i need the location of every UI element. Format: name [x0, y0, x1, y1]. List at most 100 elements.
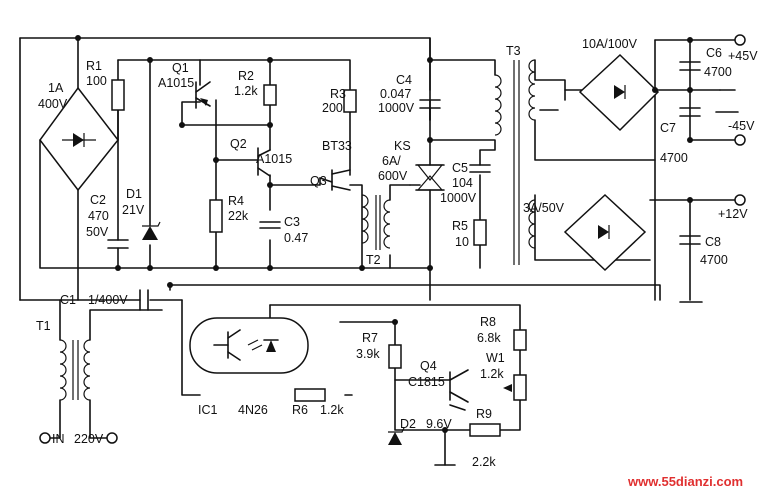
bridge1-voltage-label: 400V	[38, 97, 68, 111]
c6-name: C6	[706, 46, 722, 60]
ic1-part: 4N26	[238, 403, 268, 417]
c1-capacitor	[139, 289, 149, 311]
ks-triac	[409, 164, 445, 191]
w1-potentiometer	[503, 374, 527, 401]
r4-resistor	[209, 199, 223, 233]
out-pos45-label: +45V	[728, 49, 758, 63]
junction-dots	[75, 35, 693, 433]
r4-name: R4	[228, 194, 244, 208]
c1-name: C1	[60, 293, 76, 307]
terminal-in-1	[39, 432, 51, 444]
t2-transformer	[361, 194, 391, 250]
r3-value: 200	[322, 101, 343, 115]
q2-name: Q2	[230, 137, 247, 151]
q1-name: Q1	[172, 61, 189, 75]
r7-name: R7	[362, 331, 378, 345]
terminal-pos12	[734, 194, 746, 206]
out-pos12-label: +12V	[718, 207, 748, 221]
r5-value: 10	[455, 235, 469, 249]
c5-capacitor	[469, 164, 491, 173]
c4-capacitor	[419, 99, 441, 109]
terminal-neg45	[734, 134, 746, 146]
q4-name: Q4	[420, 359, 437, 373]
r6-name: R6	[292, 403, 308, 417]
q3-name: Q3	[310, 174, 327, 188]
d2-value: 9.6V	[426, 417, 452, 431]
bt33-part: BT33	[322, 139, 352, 153]
t1-transformer	[59, 339, 91, 401]
r2-value: 1.2k	[234, 84, 258, 98]
c3-capacitor	[259, 221, 281, 229]
r9-resistor	[469, 423, 501, 437]
r3-name: R3	[330, 87, 346, 101]
r8-name: R8	[480, 315, 496, 329]
c8-name: C8	[705, 235, 721, 249]
input-in-label: IN	[52, 432, 65, 446]
r6-resistor	[294, 388, 326, 402]
c5-value: 104	[452, 176, 473, 190]
bridge-rectifier-1	[39, 86, 119, 192]
c4-value: 0.047	[380, 87, 411, 101]
bridge2-rating: 10A/100V	[582, 37, 638, 51]
r5-resistor	[473, 219, 487, 246]
watermark: www.55dianzi.com	[627, 474, 743, 489]
r9-name: R9	[476, 407, 492, 421]
c4-name: C4	[396, 73, 412, 87]
d2-name: D2	[400, 417, 416, 431]
bridge-rectifier-3	[563, 193, 647, 272]
bridge1-current-label: 1A	[48, 81, 64, 95]
c2-name: C2	[90, 193, 106, 207]
out-neg45-label: -45V	[728, 119, 755, 133]
w1-name: W1	[486, 351, 505, 365]
labels: 1A 400V R1 100 Q1 A1015 R2 1.2k R3 200 C…	[36, 37, 758, 489]
t3-transformer	[494, 59, 536, 265]
terminal-in-2	[106, 432, 118, 444]
c6-value: 4700	[704, 65, 732, 79]
r6-value: 1.2k	[320, 403, 344, 417]
r7-resistor	[388, 344, 402, 369]
bridge3-rating: 3A/50V	[523, 201, 565, 215]
input-voltage-label: 220V	[74, 432, 104, 446]
q2-part: A1015	[256, 152, 292, 166]
c5-name: C5	[452, 161, 468, 175]
c2-capacitor	[107, 239, 129, 249]
c1-value: 1/400V	[88, 293, 128, 307]
r8-resistor	[513, 329, 527, 351]
c7-capacitor	[679, 107, 701, 117]
ks-name: KS	[394, 139, 411, 153]
c8-value: 4700	[700, 253, 728, 267]
r8-value: 6.8k	[477, 331, 501, 345]
c4-voltage: 1000V	[378, 101, 415, 115]
q4-part: C1815	[408, 375, 445, 389]
c5-voltage: 1000V	[440, 191, 477, 205]
ic1-name: IC1	[198, 403, 218, 417]
r1-value: 100	[86, 74, 107, 88]
t3-name: T3	[506, 44, 521, 58]
ic1-optocoupler	[189, 317, 309, 374]
r1-resistor	[111, 79, 125, 111]
t2-name: T2	[366, 253, 381, 267]
wiring	[19, 37, 736, 466]
c7-name: C7	[660, 121, 676, 135]
d1-zener	[142, 221, 161, 240]
ks-voltage: 600V	[378, 169, 408, 183]
r3-resistor	[343, 89, 357, 113]
r5-name: R5	[452, 219, 468, 233]
terminal-pos45	[734, 34, 746, 46]
d2-zener	[388, 427, 405, 445]
r2-resistor	[263, 84, 277, 106]
c2-voltage: 50V	[86, 225, 109, 239]
c8-capacitor	[679, 235, 701, 245]
c2-value: 470	[88, 209, 109, 223]
w1-value: 1.2k	[480, 367, 504, 381]
r9-value: 2.2k	[472, 455, 496, 469]
d1-name: D1	[126, 187, 142, 201]
r2-name: R2	[238, 69, 254, 83]
c6-capacitor	[679, 61, 701, 71]
bridge-rectifier-2	[578, 53, 660, 132]
r4-value: 22k	[228, 209, 249, 223]
c3-name: C3	[284, 215, 300, 229]
ks-current: 6A/	[382, 154, 401, 168]
c3-value: 0.47	[284, 231, 308, 245]
